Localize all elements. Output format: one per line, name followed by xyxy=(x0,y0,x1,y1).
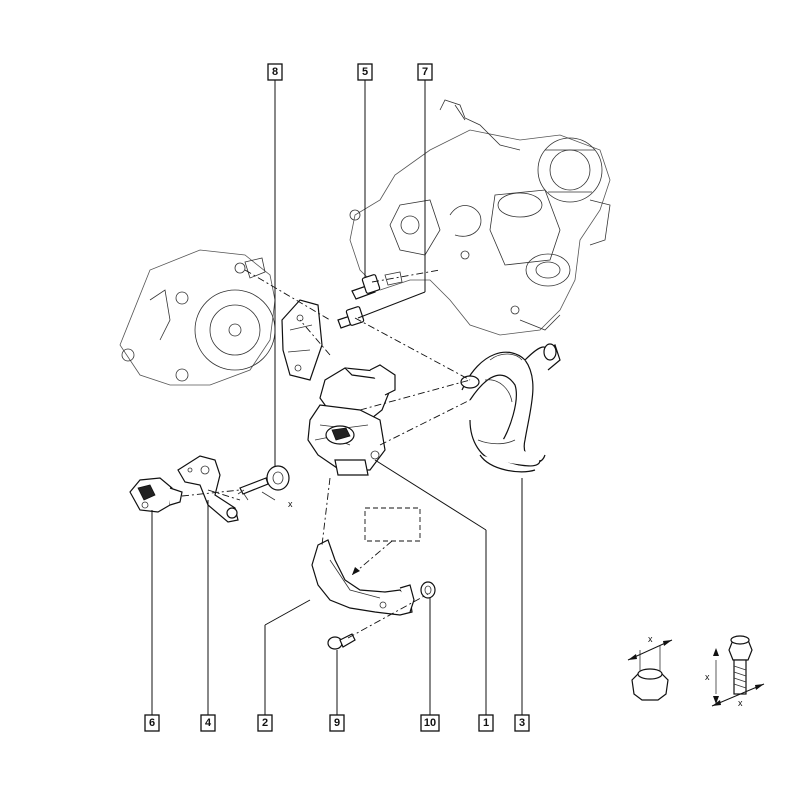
legend-bolt: x x xyxy=(705,635,765,708)
svg-text:2: 2 xyxy=(262,717,268,729)
svg-text:6: 6 xyxy=(149,717,155,729)
callout-2: 2 xyxy=(257,714,273,732)
dimension-x-bolt-side: x xyxy=(705,672,710,682)
bracket-2 xyxy=(311,539,415,616)
callout-8: 8 xyxy=(267,63,283,81)
callout-9: 9 xyxy=(329,714,345,732)
callout-7: 7 xyxy=(417,63,433,81)
vacuum-pump-outline xyxy=(119,249,276,386)
egr-valve-1 xyxy=(307,364,396,476)
callout-6: 6 xyxy=(144,714,160,732)
callout-5: 5 xyxy=(357,63,373,81)
dimension-x-bolt-8: x xyxy=(288,499,293,509)
svg-text:1: 1 xyxy=(483,717,489,729)
svg-text:10: 10 xyxy=(424,717,436,729)
dimension-x-bolt-bottom: x xyxy=(738,698,743,708)
svg-text:8: 8 xyxy=(272,66,278,78)
svg-text:9: 9 xyxy=(334,717,340,729)
callout-3: 3 xyxy=(514,714,530,732)
callout-4: 4 xyxy=(200,714,216,732)
legend-nut: x xyxy=(627,634,673,701)
bracket-4 xyxy=(177,455,239,523)
bolt-8 xyxy=(237,465,290,501)
dimension-x-nut: x xyxy=(648,634,653,644)
bolt-5 xyxy=(351,271,403,300)
engine-block-outline xyxy=(349,99,611,336)
callout-1: 1 xyxy=(478,714,494,732)
sensor-6 xyxy=(129,477,183,513)
valve-support-bracket xyxy=(281,299,323,381)
leader-lines xyxy=(151,80,523,715)
svg-text:7: 7 xyxy=(422,66,428,78)
nut-10 xyxy=(420,581,436,599)
svg-text:4: 4 xyxy=(205,717,212,729)
svg-text:3: 3 xyxy=(519,717,525,729)
svg-text:5: 5 xyxy=(362,66,368,78)
bolt-9 xyxy=(327,633,356,650)
assembly-guide-lines xyxy=(181,269,471,639)
callout-10: 10 xyxy=(420,714,440,732)
hose-assembly-3 xyxy=(460,343,561,473)
